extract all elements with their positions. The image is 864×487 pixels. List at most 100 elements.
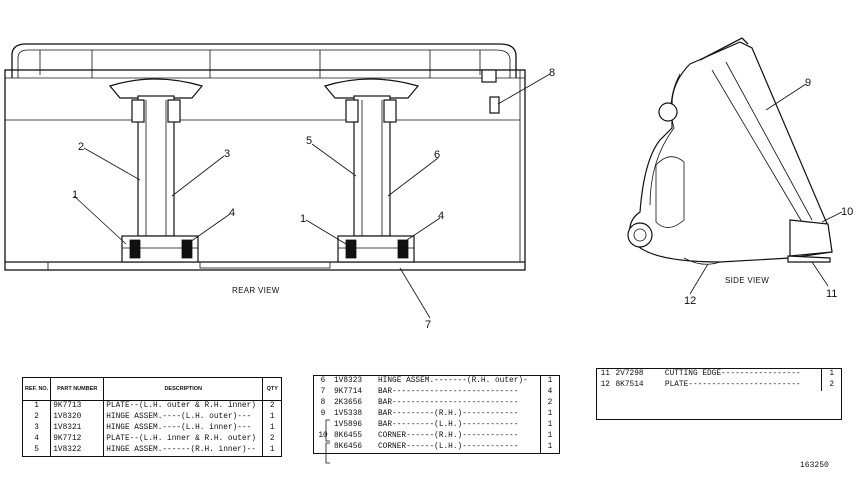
table-row: 3 1V8321 HINGE ASSEM.----(L.H. inner)---…: [22, 423, 282, 434]
description: PLATE------------------------: [662, 380, 823, 391]
description: CUTTING EDGE-----------------: [662, 368, 823, 380]
callout: 5: [306, 135, 312, 147]
ref-no: 10: [318, 432, 328, 440]
header-ref: REF. NO.: [21, 377, 52, 401]
callout: 7: [425, 319, 431, 331]
ref-no: 1: [22, 400, 52, 412]
part-number: 1V5338: [334, 410, 363, 418]
table-row: 2 1V8320 HINGE ASSEM.----(L.H. outer)---…: [22, 412, 282, 423]
rear-view-bucket: [4, 43, 526, 271]
callout-labels: 1 2 3 4 5 6 1 4 7 8 9 10 11 12: [72, 67, 853, 331]
part-number: 1V8322: [50, 445, 105, 457]
description: HINGE ASSEM.----(L.H. outer)---: [103, 412, 264, 423]
ref-no: [314, 420, 333, 431]
part-number: 1V8323: [334, 377, 363, 385]
figure-number: 163250: [800, 461, 829, 470]
description: BAR---------(R.H.)------------: [376, 409, 541, 420]
rear-view-leaders: [73, 73, 551, 319]
table-row: 1V5896 BAR---------(L.H.)------------ 1: [314, 420, 560, 431]
ref-no: 7: [320, 388, 326, 396]
table-row: 5 1V8322 HINGE ASSEM.------(R.H. inner)-…: [22, 445, 282, 457]
table-row: 8K6456 CORNER------(L.H.)------------ 1: [314, 442, 560, 454]
description: BAR---------------------------: [376, 398, 541, 409]
description: HINGE ASSEM.------(R.H. inner)--: [103, 445, 264, 457]
part-number: 9K7713: [50, 400, 105, 412]
callout: 12: [684, 295, 696, 307]
side-view-label: SIDE VIEW: [725, 276, 769, 285]
header-qty: QTY: [262, 377, 283, 401]
callout: 3: [224, 148, 230, 160]
quantity: 1: [547, 443, 553, 451]
callout: 2: [78, 141, 84, 153]
part-number: 1V8320: [50, 412, 105, 423]
callout: 10: [841, 206, 853, 218]
parts-table-1: REF. NO. PART NUMBER DESCRIPTION QTY 1 9…: [21, 377, 283, 457]
table-filler-row: [597, 391, 842, 420]
description: PLATE--(L.H. outer & R.H. inner): [103, 400, 264, 412]
ref-no: 4: [22, 434, 52, 445]
table-header-row: REF. NO. PART NUMBER DESCRIPTION QTY: [21, 377, 283, 401]
ref-no: 6: [320, 377, 326, 385]
ref-no: 5: [22, 445, 52, 457]
ref-no: 2: [22, 412, 52, 423]
side-view-bucket: [627, 37, 833, 265]
part-number: 9K7714: [334, 388, 363, 396]
description: CORNER------(L.H.)------------: [376, 442, 541, 454]
description: HINGE ASSEM.-------(R.H. outer)-: [376, 375, 541, 387]
callout: 8: [549, 67, 555, 79]
table-row: 1 9K7713 PLATE--(L.H. outer & R.H. inner…: [22, 400, 282, 412]
callout: 1: [300, 213, 306, 225]
part-number: 8K7514: [615, 381, 644, 389]
quantity: 2: [269, 435, 275, 443]
callout: 6: [434, 149, 440, 161]
quantity: 2: [547, 399, 553, 407]
quantity: 2: [829, 381, 835, 389]
parts-table-2: 6 1V8323 HINGE ASSEM.-------(R.H. outer)…: [313, 375, 560, 454]
description: BAR---------------------------: [376, 387, 541, 398]
side-view-leaders: [689, 83, 843, 295]
table-row: 11 2V7298 CUTTING EDGE----------------- …: [597, 368, 842, 380]
quantity: 1: [269, 413, 275, 421]
table-row: 4 9K7712 PLATE--(L.H. inner & R.H. outer…: [22, 434, 282, 445]
part-number: 2K3656: [334, 399, 363, 407]
ref-no: 3: [22, 423, 52, 434]
table-row: 12 8K7514 PLATE------------------------ …: [597, 380, 842, 391]
description: CORNER------(R.H.)------------: [376, 431, 541, 442]
quantity: 1: [269, 446, 275, 454]
description: BAR---------(L.H.)------------: [376, 420, 541, 431]
table-row: 10 8K6455 CORNER------(R.H.)------------…: [314, 431, 560, 442]
callout: 1: [72, 189, 78, 201]
part-number: 1V5896: [334, 421, 363, 429]
part-number: 8K6456: [334, 443, 363, 451]
ref-no: 12: [600, 381, 610, 389]
quantity: 4: [547, 388, 553, 396]
table-row: 6 1V8323 HINGE ASSEM.-------(R.H. outer)…: [314, 375, 560, 387]
part-number: 9K7712: [50, 434, 105, 445]
part-number: 1V8321: [50, 423, 105, 434]
rear-view-label: REAR VIEW: [232, 286, 280, 295]
quantity: 1: [547, 410, 553, 418]
callout: 11: [826, 288, 837, 300]
callout: 9: [805, 77, 811, 89]
part-number: 2V7298: [615, 370, 644, 378]
description: PLATE--(L.H. inner & R.H. outer): [103, 434, 264, 445]
ref-no: 9: [320, 410, 326, 418]
header-desc: DESCRIPTION: [103, 377, 264, 401]
parts-table-3: 11 2V7298 CUTTING EDGE----------------- …: [596, 368, 842, 420]
ref-no: 11: [600, 370, 610, 378]
ref-no: [314, 442, 333, 454]
quantity: 2: [269, 402, 275, 410]
part-number: 8K6455: [334, 432, 363, 440]
quantity: 1: [829, 370, 835, 378]
header-part: PART NUMBER: [50, 377, 105, 401]
quantity: 1: [269, 424, 275, 432]
table-row: 7 9K7714 BAR--------------------------- …: [314, 387, 560, 398]
table-row: 8 2K3656 BAR--------------------------- …: [314, 398, 560, 409]
quantity: 1: [547, 421, 553, 429]
callout: 4: [229, 207, 235, 219]
ref-no: 8: [320, 399, 326, 407]
quantity: 1: [547, 432, 553, 440]
description: HINGE ASSEM.----(L.H. inner)---: [103, 423, 264, 434]
table-row: 9 1V5338 BAR---------(R.H.)------------ …: [314, 409, 560, 420]
